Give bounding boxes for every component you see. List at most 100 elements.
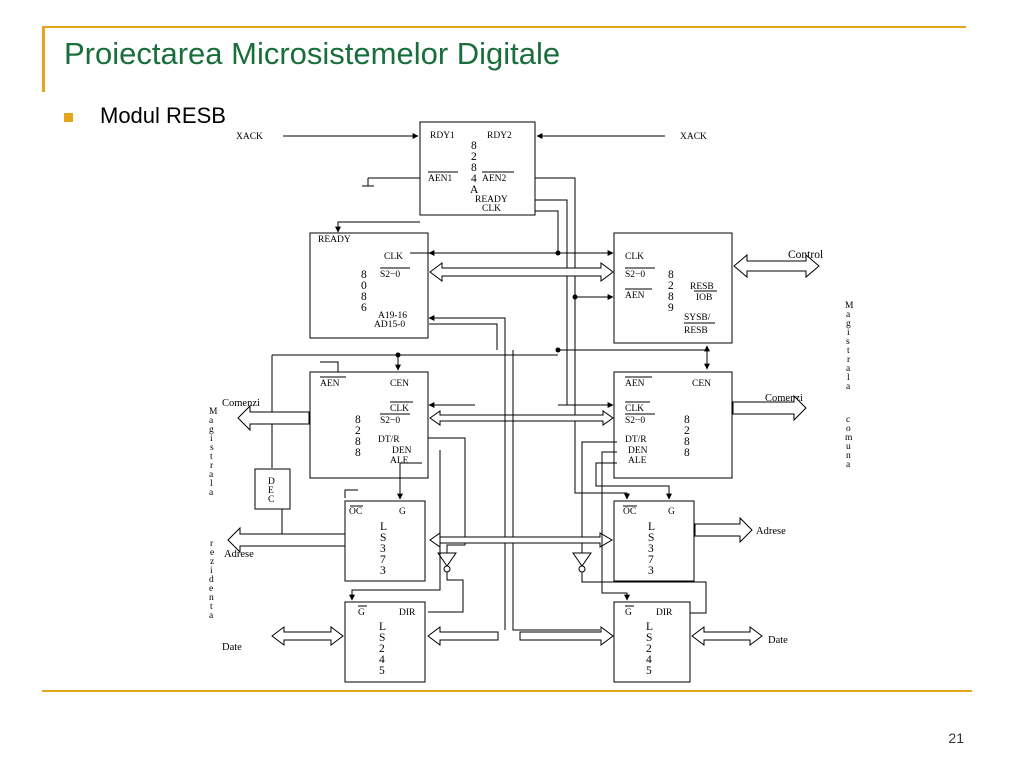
date-left-arrow: [271, 626, 344, 646]
chip-ls245-right: G DIR L S 2 4 5: [613, 601, 691, 683]
pin-dir: DIR: [399, 608, 416, 618]
part-digit: A: [470, 184, 479, 196]
dec-letter: D: [268, 477, 275, 487]
part-char: S: [646, 632, 652, 644]
bus-vertical-b: [512, 350, 600, 631]
chip-ls245-left: G DIR L S 2 4 5: [344, 601, 426, 683]
part-digit: 8: [355, 447, 361, 459]
part-char: 4: [379, 654, 385, 666]
svg-text:i: i: [210, 434, 213, 444]
svg-text:a: a: [846, 364, 851, 374]
pin-resb-2: RESB: [684, 326, 708, 336]
pin-ad15-0: AD15-0: [374, 320, 405, 330]
svg-text:t: t: [847, 346, 850, 356]
part-digit: 9: [668, 302, 674, 314]
part-char: 7: [648, 554, 654, 566]
svg-text:i: i: [210, 566, 213, 576]
pin-oc: OC: [623, 507, 636, 517]
part-digit: 8: [684, 436, 690, 448]
status-bus-arrow: [429, 262, 614, 282]
dec-block: D E C: [254, 468, 291, 510]
pin-clk: CLK: [384, 252, 403, 262]
pin-resb: RESB: [690, 282, 714, 292]
part-digit: 8: [668, 291, 674, 303]
date-right-label: Date: [768, 635, 788, 646]
svg-text:t: t: [210, 602, 213, 612]
pin-dt-r: DT/R: [625, 435, 647, 445]
ready-to-8086: [335, 221, 420, 233]
chip-8288-right: AEN CEN CLK S2−0 8 2 8 8 DT/R DEN ALE: [613, 371, 733, 479]
part-char: 5: [379, 665, 385, 677]
accent-vertical-bar: [42, 26, 45, 92]
pin-clk: CLK: [482, 204, 501, 214]
pin-sysb: SYSB/: [684, 313, 711, 323]
svg-text:a: a: [209, 416, 214, 426]
footer-rule: [42, 690, 972, 692]
dir-right-line: [581, 572, 707, 614]
part-char: 2: [379, 643, 385, 655]
pin-ready: READY: [318, 235, 351, 245]
part-digit: 2: [668, 280, 674, 292]
part-digit: 2: [684, 425, 690, 437]
part-digit: 8: [361, 291, 367, 303]
part-char: 3: [648, 543, 654, 555]
svg-text:o: o: [846, 424, 851, 434]
comenzi-right-label: Comenzi: [765, 393, 803, 404]
svg-text:s: s: [210, 443, 214, 453]
aen-left-stub: [320, 361, 339, 372]
dir-left-line: [428, 572, 464, 613]
svg-text:i: i: [847, 328, 850, 338]
pin-g: G: [399, 507, 406, 517]
part-char: 4: [646, 654, 652, 666]
part-char: S: [648, 532, 654, 544]
xack-right-label: XACK: [680, 132, 707, 142]
data-bus-left-head: [427, 626, 499, 646]
part-char: L: [380, 521, 387, 533]
pin-cen: CEN: [692, 379, 711, 389]
aen-to-oc-right: [574, 425, 630, 500]
addr-bus-outline-a: [428, 315, 506, 350]
pin-ready: READY: [475, 195, 508, 205]
part-char: L: [646, 621, 653, 633]
part-char: 7: [380, 554, 386, 566]
ready-out-line: [535, 199, 568, 405]
svg-text:a: a: [846, 382, 851, 392]
svg-text:e: e: [210, 548, 214, 558]
pin-rdy2: RDY2: [487, 131, 512, 141]
part-char: L: [648, 521, 655, 533]
addr-bus-outline-b: [429, 323, 498, 350]
den-to-g-left: [349, 450, 441, 601]
xack-left-label: XACK: [236, 132, 263, 142]
pin-den: DEN: [628, 446, 648, 456]
part-char: 2: [646, 643, 652, 655]
pin-ale: ALE: [628, 456, 647, 466]
part-digit: 2: [471, 151, 477, 163]
adrese-right-arrow: [694, 516, 753, 544]
svg-text:t: t: [210, 452, 213, 462]
svg-text:r: r: [210, 539, 214, 549]
pin-s2-0: S2−0: [625, 270, 645, 280]
part-char: 5: [646, 665, 652, 677]
resb-block-diagram: RDY1 RDY2 8 2 8 4 A AEN1 AEN2 READY CLK …: [209, 121, 854, 683]
control-bus-arrow: [733, 253, 820, 279]
pin-ale: ALE: [390, 456, 409, 466]
pin-aen: AEN: [320, 379, 340, 389]
chip-ls373-right: OC G L S 3 7 3: [613, 500, 695, 582]
svg-text:m: m: [845, 433, 853, 443]
pin-g: G: [668, 507, 675, 517]
svg-text:s: s: [846, 337, 850, 347]
pin-s2-0: S2−0: [380, 416, 400, 426]
bullet-text: Modul RESB: [100, 103, 226, 128]
pin-g: G: [625, 608, 632, 618]
part-digit: 2: [355, 425, 361, 437]
svg-text:r: r: [210, 461, 214, 471]
svg-text:n: n: [846, 451, 851, 461]
chip-8289: CLK S2−0 AEN 8 2 8 9 RESB IOB SYSB/ RESB: [613, 232, 733, 344]
svg-text:n: n: [209, 593, 214, 603]
ale-to-g-right: [595, 462, 672, 500]
chip-ls373-left: OC G L S 3 7 3: [344, 500, 426, 582]
comenzi-right-arrow: [732, 394, 807, 422]
pin-aen2: AEN2: [482, 174, 507, 184]
slide-title: Proiectarea Microsistemelor Digitale: [64, 36, 561, 71]
part-digit: 8: [471, 140, 477, 152]
